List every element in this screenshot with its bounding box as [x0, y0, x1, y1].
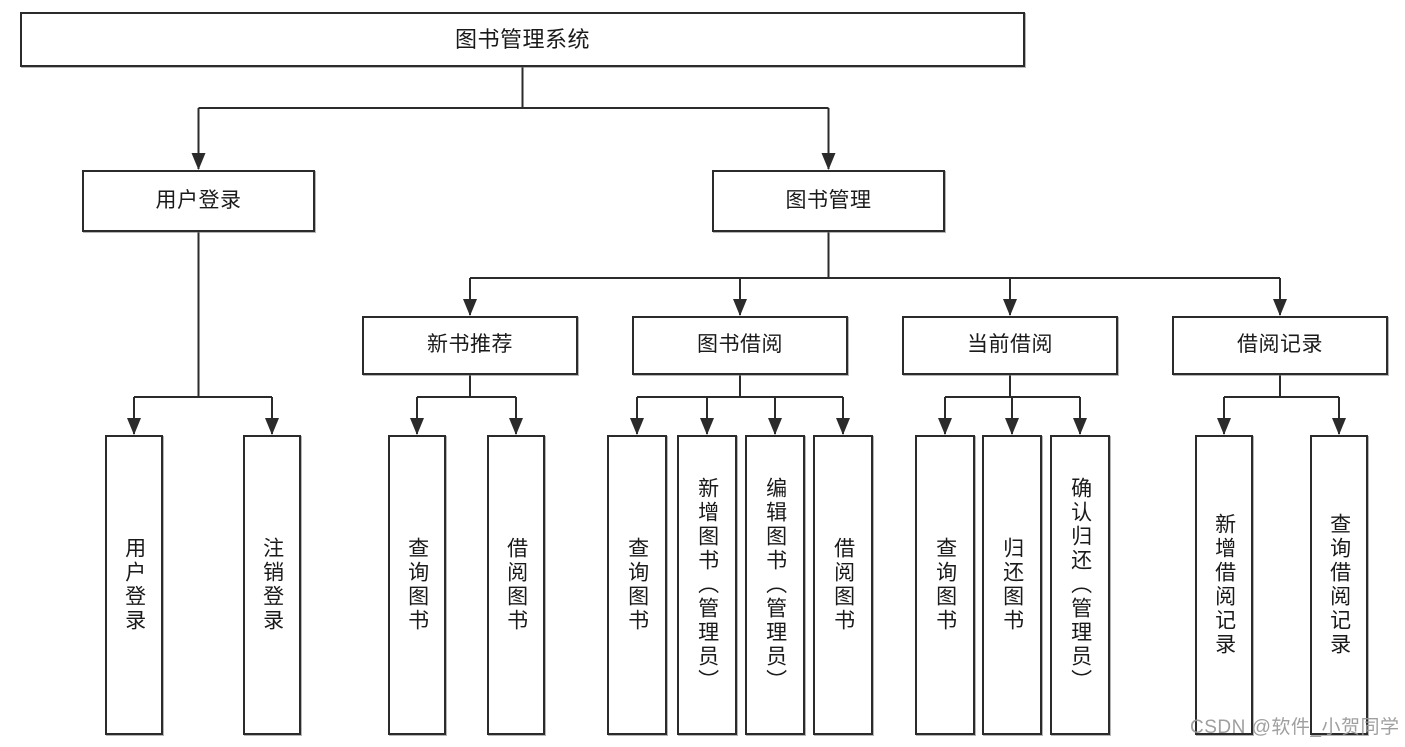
node-leaf-confirm[interactable]: 确认归还（管理员） — [1050, 435, 1110, 735]
node-label: 用户登录 — [122, 537, 146, 633]
node-label: 查询图书 — [933, 537, 957, 633]
node-label: 查询借阅记录 — [1327, 513, 1351, 657]
node-leaf-logout[interactable]: 注销登录 — [243, 435, 301, 735]
node-leaf-addrecord[interactable]: 新增借阅记录 — [1195, 435, 1253, 735]
node-leaf-querybook1[interactable]: 查询图书 — [388, 435, 446, 735]
node-label: 编辑图书（管理员） — [763, 477, 787, 693]
node-current[interactable]: 当前借阅 — [902, 316, 1118, 375]
node-label: 注销登录 — [260, 537, 284, 633]
node-label: 查询图书 — [405, 537, 429, 633]
node-label: 归还图书 — [1000, 537, 1024, 633]
node-root[interactable]: 图书管理系统 — [20, 12, 1025, 67]
node-leaf-userlogin[interactable]: 用户登录 — [105, 435, 163, 735]
node-label: 用户登录 — [155, 188, 242, 212]
node-label: 借阅图书 — [504, 537, 528, 633]
node-newbook[interactable]: 新书推荐 — [362, 316, 578, 375]
node-borrow[interactable]: 图书借阅 — [632, 316, 848, 375]
node-label: 新增借阅记录 — [1212, 513, 1236, 657]
node-label: 新增图书（管理员） — [695, 477, 719, 693]
node-leaf-borrowbook2[interactable]: 借阅图书 — [813, 435, 873, 735]
node-bookmgmt[interactable]: 图书管理 — [712, 170, 945, 232]
node-label: 借阅图书 — [831, 537, 855, 633]
node-leaf-queryrecord[interactable]: 查询借阅记录 — [1310, 435, 1368, 735]
node-label: 确认归还（管理员） — [1068, 477, 1092, 693]
node-label: 图书借阅 — [697, 333, 783, 357]
node-leaf-borrowbook1[interactable]: 借阅图书 — [487, 435, 545, 735]
node-records[interactable]: 借阅记录 — [1172, 316, 1388, 375]
node-label: 查询图书 — [625, 537, 649, 633]
node-leaf-returnbook[interactable]: 归还图书 — [982, 435, 1042, 735]
node-label: 图书管理系统 — [454, 26, 590, 52]
node-leaf-editbook[interactable]: 编辑图书（管理员） — [745, 435, 805, 735]
node-label: 当前借阅 — [967, 333, 1053, 357]
watermark-text: CSDN @软件_小贺同学 — [1190, 717, 1400, 738]
node-label: 图书管理 — [785, 188, 872, 212]
node-leaf-addbook[interactable]: 新增图书（管理员） — [677, 435, 737, 735]
node-leaf-querybook3[interactable]: 查询图书 — [915, 435, 975, 735]
node-label: 新书推荐 — [427, 333, 513, 357]
node-leaf-querybook2[interactable]: 查询图书 — [607, 435, 667, 735]
node-label: 借阅记录 — [1237, 333, 1323, 357]
node-login[interactable]: 用户登录 — [82, 170, 315, 232]
